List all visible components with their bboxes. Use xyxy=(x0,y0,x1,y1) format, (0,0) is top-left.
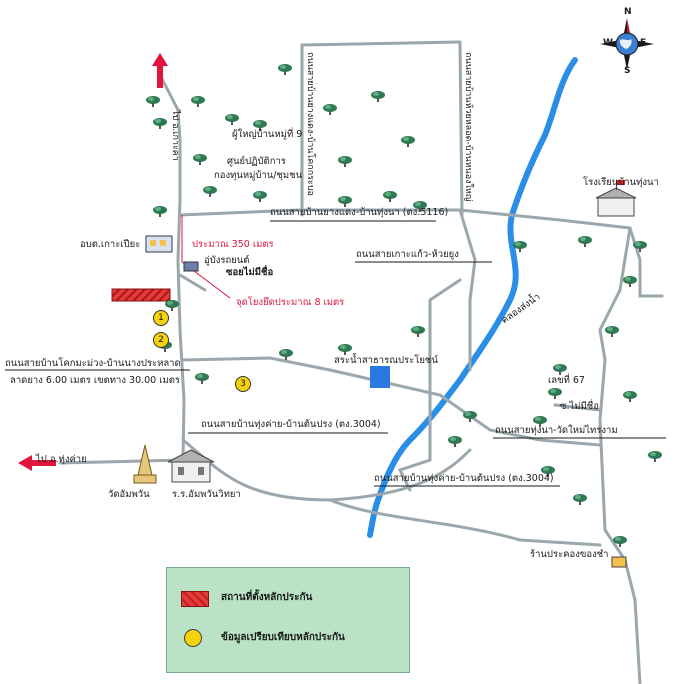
road-top xyxy=(300,40,462,47)
legend-comparison-swatch xyxy=(184,629,202,647)
road-lower-diagonal xyxy=(397,278,462,492)
temple-icon xyxy=(133,444,157,484)
road-label-khok-muang-spec: ลาดยาง 6.00 เมตร เขตทาง 30.00 เมตร xyxy=(10,375,181,386)
label-house-67: เลขที่ 67 xyxy=(548,375,585,386)
school-bottom-icon xyxy=(167,449,215,483)
road-label-to-koh: ไป อ.เกาะคา xyxy=(170,110,180,161)
label-center-1: ศูนย์ปฏิบัติการ xyxy=(227,156,286,167)
road-main-ew xyxy=(178,208,664,298)
road-label-khok-muang: ถนนสายบ้านโคกมะม่วง-บ้านนางประหลาด xyxy=(5,358,181,369)
label-headman: ผู้ใหญ่บ้านหมู่ที่ 9 xyxy=(232,129,303,140)
road-right-south xyxy=(598,358,642,684)
arrow-west xyxy=(18,455,56,471)
compass-n: N xyxy=(624,7,632,17)
road-label-to-thung-kwai: ไป อ.ทุ่งค่าย xyxy=(36,454,87,465)
compass-s: S xyxy=(624,66,631,76)
road-label-ban-yang-hang: ถนนสายบ้านยางแดง-บ้านทุ่งนา (ตง.5116) xyxy=(270,207,449,218)
legend-row-site: สถานที่ตั้งหลักประกัน xyxy=(167,586,409,610)
legend-site-swatch xyxy=(181,591,209,607)
road-label-koh-kaew: ถนนสายเกาะแก้ว-ห้วยยูง xyxy=(356,249,459,260)
label-pawn-shop: ร้านประคองของชำ xyxy=(530,549,609,560)
label-school-bottom: ร.ร.อัมพวันวิทยา xyxy=(172,489,241,500)
legend-row-comparison: ข้อมูลเปรียบเทียบหลักประกัน xyxy=(167,626,409,650)
legend-site-label: สถานที่ตั้งหลักประกัน xyxy=(221,592,313,603)
label-school-top: โรงเรียนบ้านทุ่งนา xyxy=(583,177,659,188)
annotation-8m: จุดโยงยึดประมาณ 8 เมตร xyxy=(236,297,345,308)
collateral-site xyxy=(111,288,171,302)
pawn-shop-icon xyxy=(611,556,627,568)
road-main-ns xyxy=(158,73,186,462)
marker-1: 1 xyxy=(153,310,169,326)
pond xyxy=(370,366,390,388)
compass-e: E xyxy=(640,38,647,48)
road-label-vertical-right: ถนนสายบ้านห้วยหลอด-บ้านหนองใหญ่ xyxy=(463,52,473,202)
obt-icon xyxy=(145,235,173,253)
road-koh-kaew xyxy=(458,208,477,372)
road-bottom-curve xyxy=(328,498,602,547)
school-top-icon xyxy=(595,180,637,217)
label-obt: อบต.เกาะเปียะ xyxy=(80,239,141,250)
road-label-thung-na-wat: ถนนสายทุ่งนา-วัดใหม่ไทรงาม xyxy=(495,425,618,436)
legend-comparison-label: ข้อมูลเปรียบเทียบหลักประกัน xyxy=(221,632,345,643)
compass-rose xyxy=(600,18,654,70)
road-label-vertical-left: ถนนสายบ้านยางแดง-บ้านโคกกระบอ xyxy=(305,52,315,196)
legend: สถานที่ตั้งหลักประกัน ข้อมูลเปรียบเทียบห… xyxy=(166,567,410,673)
road-label-thung-kwai-2: ถนนสายบ้านทุ่งค่าย-บ้านต้นปรง (ตง.3004) xyxy=(374,473,554,484)
label-temple: วัดอัมพวัน xyxy=(108,489,150,500)
marker-2: 2 xyxy=(153,332,169,348)
road-label-thung-kwai-1: ถนนสายบ้านทุ่งค่าย-บ้านต้นปรง (ตง.3004) xyxy=(201,419,381,430)
road-soi-67 xyxy=(553,403,602,412)
road-khok-muang xyxy=(181,356,602,447)
road-soi xyxy=(178,273,207,292)
marker-3: 3 xyxy=(235,376,251,392)
compass-w: W xyxy=(603,38,613,48)
road-label-soi-no-name: ซอยไม่มีชื่อ xyxy=(226,267,274,278)
annotation-350m: ประมาณ 350 เมตร xyxy=(192,239,274,250)
road-vertical-right xyxy=(458,40,464,217)
arrow-north xyxy=(152,53,168,88)
label-soi-67: ซ.ไม่มีชื่อ xyxy=(560,401,599,412)
label-garage: อู่บังรถยนต์ xyxy=(204,255,250,266)
label-center-2: กองทุนหมู่บ้าน/ชุมชน xyxy=(214,170,303,181)
garage-icon xyxy=(183,261,199,272)
road-to-thung-kwai xyxy=(58,458,185,465)
road-right-link xyxy=(598,226,632,362)
label-pond: สระน้ำสาธารณประโยชน์ xyxy=(334,355,438,366)
river xyxy=(367,57,578,538)
